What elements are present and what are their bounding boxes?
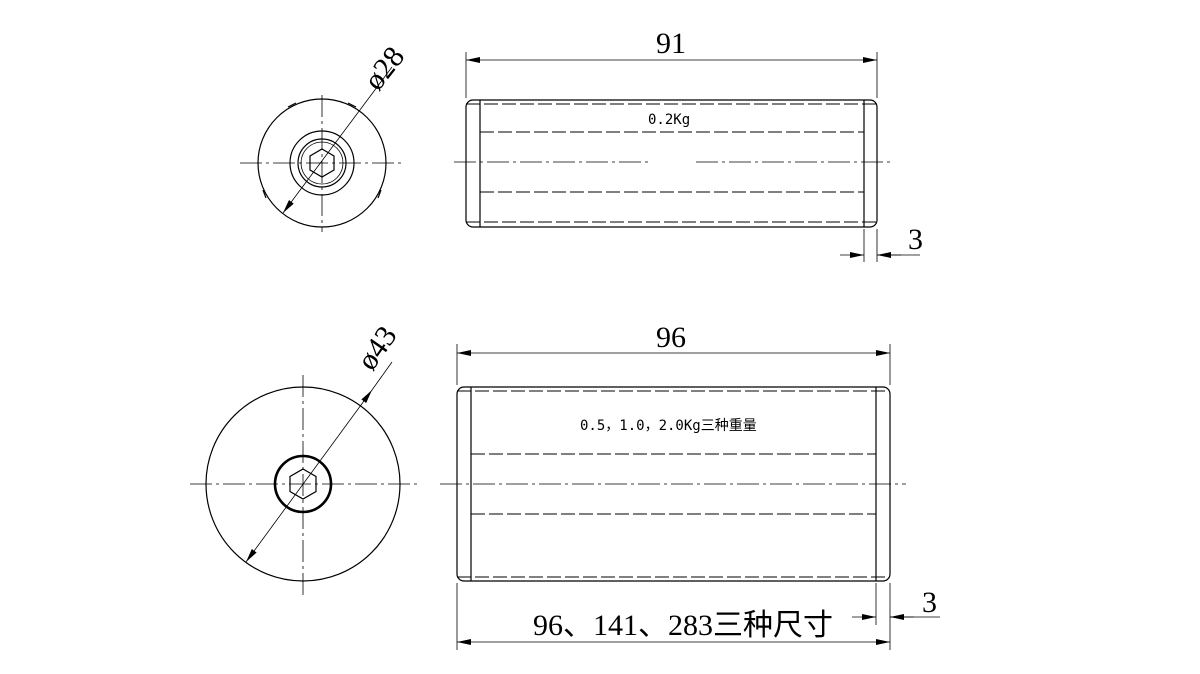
top-body: [465, 99, 878, 228]
bottom-weight-note: 0.5，1.0，2.0Kg三种重量: [580, 418, 757, 434]
bottom-endcap-label: 3: [922, 586, 937, 619]
top-length-label: 91: [656, 27, 686, 60]
bottom-end-view: ø43: [190, 320, 420, 596]
bottom-size-note: 96、141、283三种尺寸: [533, 609, 833, 642]
top-weight-note: 0.2Kg: [648, 112, 690, 128]
top-end-view: ø28: [240, 41, 411, 232]
top-diameter-line: [282, 66, 393, 214]
bottom-diameter-label: ø43: [351, 320, 404, 376]
bottom-side-view: 0.5，1.0，2.0Kg三种重量 96 96、141、283三种尺寸 3: [440, 321, 940, 650]
top-side-view: 0.2Kg 91 3: [454, 27, 923, 262]
top-diameter-label: ø28: [358, 41, 412, 97]
bottom-length-label: 96: [656, 321, 686, 354]
bottom-diameter-line: [245, 389, 373, 563]
top-endcap-label: 3: [908, 223, 923, 256]
